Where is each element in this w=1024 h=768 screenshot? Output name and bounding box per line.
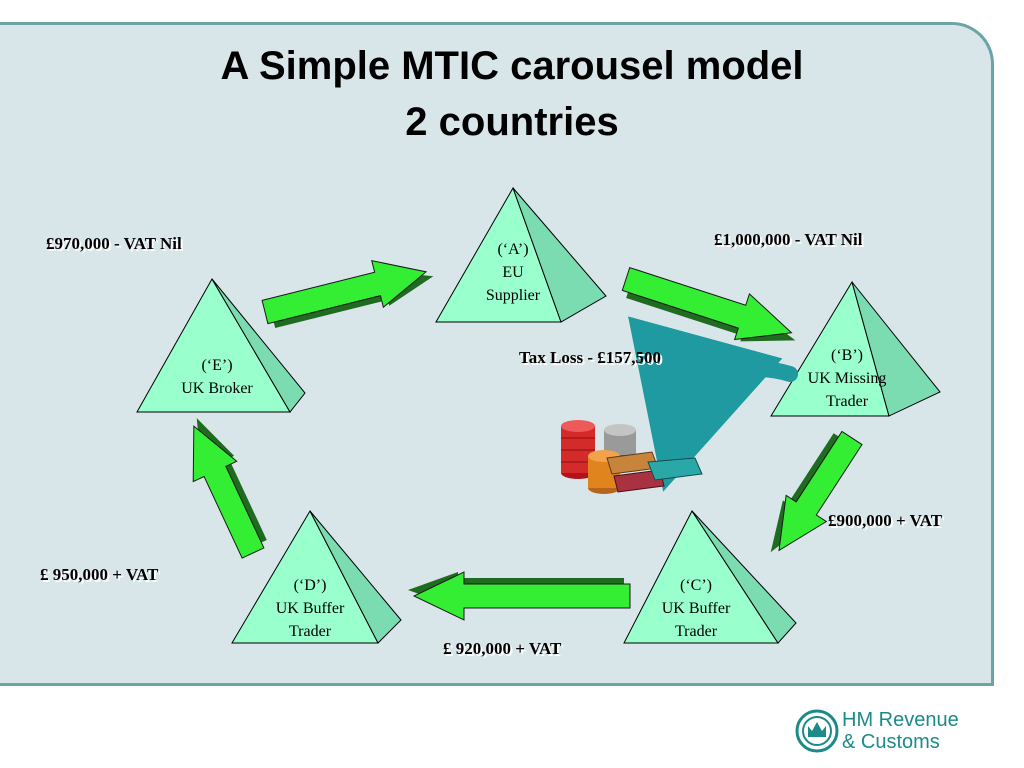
hmrc-logo: HM Revenue & Customs — [796, 708, 976, 758]
tax-loss-curved-arrow — [628, 316, 798, 492]
node-e-code: (‘E’) — [201, 357, 233, 374]
node-b-label: (‘B’) UK Missing Trader — [777, 344, 917, 413]
pyramid-c — [623, 510, 797, 644]
node-e-label: (‘E’) UK Broker — [147, 354, 287, 400]
node-b-line2: Trader — [825, 393, 869, 410]
node-d-code: (‘D’) — [293, 577, 327, 594]
flow-arrow-e-to-a — [261, 259, 434, 329]
flow-label-c-to-d: £ 920,000 + VAT — [443, 639, 562, 658]
flow-arrow-d-to-e — [192, 418, 267, 559]
flow-label-e-to-a: £970,000 - VAT Nil — [46, 234, 182, 253]
node-c-line2: Trader — [674, 623, 718, 640]
coins-and-banknotes-icon — [561, 420, 703, 494]
node-a-label: (‘A’) EU Supplier — [443, 238, 583, 307]
logo-line2: & Customs — [842, 731, 940, 753]
node-c-code: (‘C’) — [680, 577, 712, 594]
flow-arrow-c-to-d — [408, 571, 631, 621]
flow-arrow-a-to-b — [621, 266, 796, 342]
node-c-label: (‘C’) UK Buffer Trader — [626, 574, 766, 643]
pyramid-a — [435, 186, 607, 323]
logo-line1: HM Revenue — [842, 709, 959, 731]
node-b-line1: UK Missing — [807, 370, 887, 387]
flow-label-b-to-c: £900,000 + VAT — [828, 511, 943, 530]
node-a-line2: Supplier — [485, 287, 541, 304]
pyramid-e — [136, 277, 306, 413]
node-d-line1: UK Buffer — [275, 600, 345, 617]
node-a-code: (‘A’) — [497, 241, 529, 258]
node-d-line2: Trader — [288, 623, 332, 640]
pyramid-b — [770, 280, 941, 417]
flow-label-a-to-b: £1,000,000 - VAT Nil — [714, 230, 863, 249]
node-b-code: (‘B’) — [831, 347, 863, 364]
pyramid-d — [231, 509, 402, 644]
flow-arrow-b-to-c — [770, 430, 863, 553]
node-a-line1: EU — [502, 264, 524, 281]
logo-text: HM Revenue & Customs — [842, 709, 959, 753]
slide-subtitle: 2 countries — [405, 100, 619, 144]
slide-title: A Simple MTIC carousel model — [220, 44, 804, 88]
node-d-label: (‘D’) UK Buffer Trader — [240, 574, 380, 643]
flow-label-d-to-e: £ 950,000 + VAT — [40, 565, 159, 584]
tax-loss-label: Tax Loss - £157,500 — [519, 348, 662, 367]
crown-seal-icon — [795, 709, 839, 753]
node-e-line1: UK Broker — [181, 380, 253, 397]
node-c-line1: UK Buffer — [661, 600, 731, 617]
